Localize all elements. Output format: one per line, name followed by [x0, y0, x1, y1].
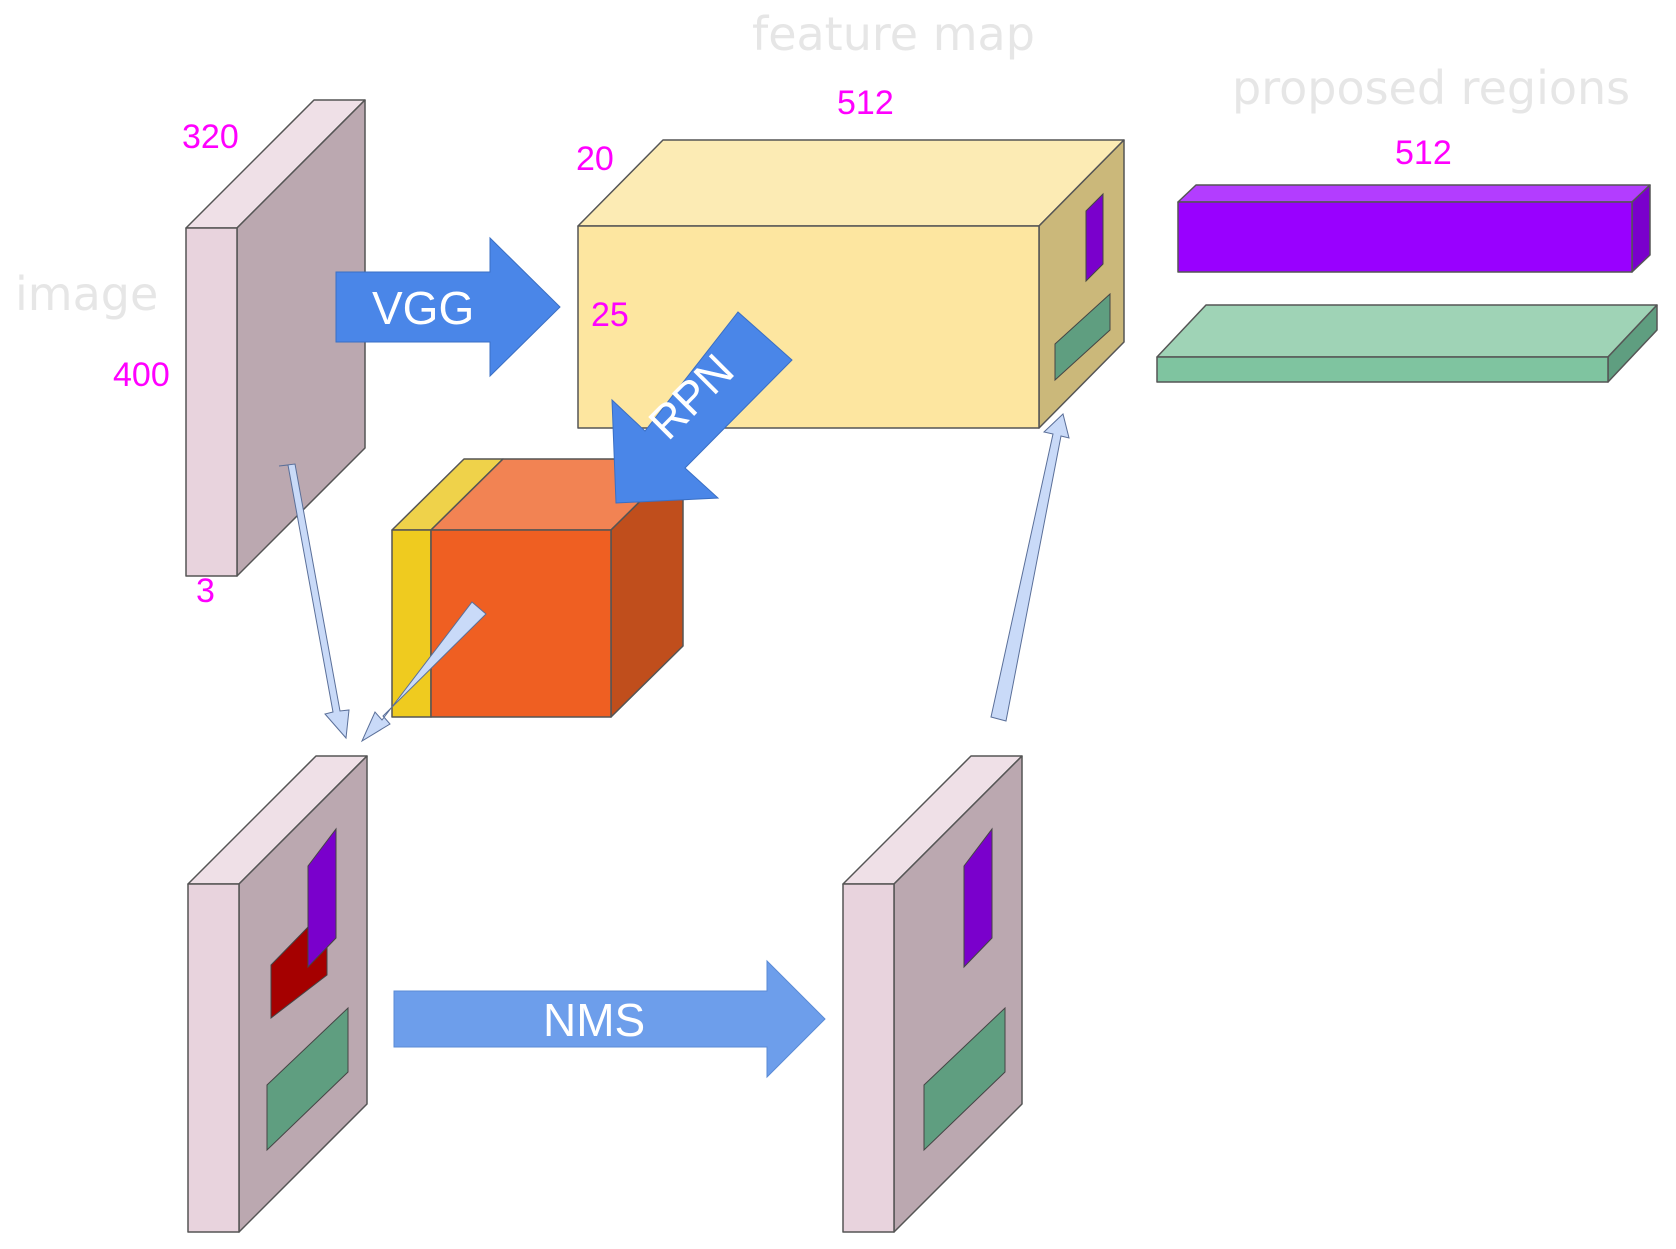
proposed-region-purple-front — [1177, 201, 1633, 273]
proposed-region-purple — [1177, 184, 1651, 273]
feature-map-title: feature map — [752, 7, 1035, 61]
nms-to-feature-map-arrow — [990, 413, 1070, 722]
connector-arrows — [278, 413, 1070, 743]
proposed-region-green-front — [1156, 356, 1609, 383]
feature-height-label: 25 — [591, 296, 629, 334]
feature-map-top — [577, 139, 1125, 227]
anchor-cube-front-band — [391, 529, 432, 718]
image-title: image — [15, 267, 158, 321]
feature-depth-label: 512 — [837, 84, 894, 122]
region-depth-label: 512 — [1395, 134, 1452, 172]
image-height-label: 400 — [113, 356, 170, 394]
candidate-box-purple — [307, 827, 337, 969]
rpn-arrow-shape — [611, 311, 793, 504]
anchor-cube-front — [430, 529, 612, 718]
vgg-arrow: VGG — [335, 236, 561, 378]
vgg-arrow-shape — [335, 236, 561, 378]
image-width-label: 320 — [182, 118, 239, 156]
feature-map-green-cell — [1054, 292, 1111, 382]
feature-width-label: 20 — [576, 140, 614, 178]
nms-result-image — [842, 755, 1023, 1233]
proposed-region-purple-top — [1177, 184, 1651, 203]
kept-box-green — [923, 1006, 1006, 1152]
anchors-to-candidates-arrow — [360, 601, 487, 743]
nms-arrow-label: NMS — [543, 994, 645, 1046]
feature-map-box — [577, 139, 1125, 429]
nms-image-front — [842, 883, 895, 1233]
input-image-slab — [185, 99, 366, 577]
nms-arrow-shape — [393, 959, 826, 1079]
image-channels-label: 3 — [196, 572, 215, 610]
feature-map-front — [577, 225, 1040, 429]
candidate-boxes-image — [187, 755, 368, 1233]
kept-box-purple — [963, 827, 993, 969]
nms-arrow: NMS — [393, 959, 826, 1079]
vgg-arrow-label: VGG — [372, 282, 474, 334]
proposed-regions-title: proposed regions — [1232, 61, 1630, 115]
image-to-candidates-arrow — [278, 463, 350, 740]
candidate-image-front — [187, 883, 240, 1233]
proposed-region-green — [1156, 304, 1658, 383]
proposed-region-green-top — [1156, 304, 1658, 358]
input-image-front — [185, 227, 238, 577]
feature-map-purple-cell — [1085, 192, 1104, 283]
candidate-box-green — [266, 1006, 349, 1152]
